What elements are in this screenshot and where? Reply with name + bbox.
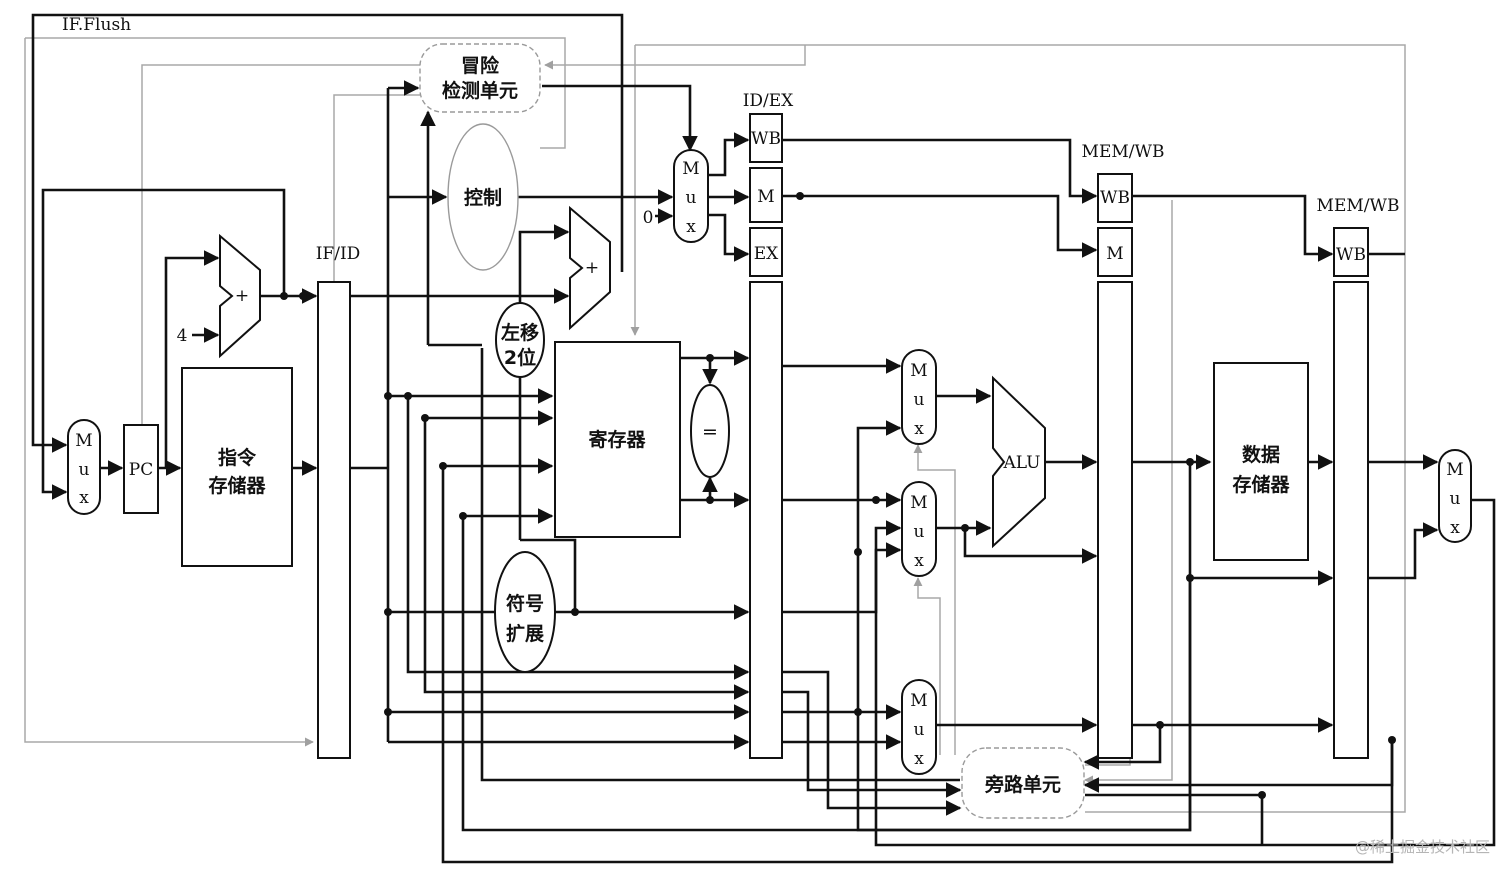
if-flush-label: IF.Flush [62, 15, 131, 35]
mux-letter: x [1450, 518, 1460, 538]
equal-label: = [702, 421, 718, 443]
control-label: 控制 [464, 186, 502, 209]
ex-mem-m [1097, 227, 1133, 277]
mux-letter: M [910, 691, 927, 711]
zero-label: 0 [643, 208, 654, 228]
pc-adder [219, 233, 261, 359]
mux-letter: M [1446, 460, 1463, 480]
mux-letter: M [910, 493, 927, 513]
ex-mem-label: MEM/WB [1082, 142, 1165, 162]
mux-letter: M [682, 159, 699, 179]
mux-letter: M [910, 361, 927, 381]
wb-label: WB [751, 129, 781, 149]
mux-letter: x [686, 217, 696, 237]
mem-wb-label: MEM/WB [1317, 196, 1400, 216]
data-memory [1213, 362, 1309, 561]
wb-label: WB [1100, 188, 1130, 208]
mux-letter: u [79, 460, 90, 480]
mem-wb-wb [1333, 227, 1369, 277]
mux-letter: M [75, 431, 92, 451]
instruction-memory [181, 367, 293, 567]
registers-label: 寄存器 [588, 428, 646, 451]
imem-label-line2: 存储器 [208, 474, 266, 497]
id-ex-label: ID/EX [743, 91, 794, 111]
ex-label: EX [754, 244, 779, 264]
alu-input-b-mux [901, 481, 937, 577]
forward-label: 旁路单元 [984, 773, 1061, 796]
mux-letter: u [1450, 489, 1461, 509]
shift-label-line1: 左移 [501, 321, 539, 344]
alu-input-a-mux [901, 349, 937, 445]
forwarding-unit [961, 747, 1085, 819]
watermark: @稀土掘金技术社区 [1355, 838, 1490, 856]
id-ex-wb [749, 113, 783, 163]
pc-mux [67, 419, 101, 515]
wb-mux [1438, 449, 1472, 543]
adder-plus: + [585, 258, 599, 278]
alu [992, 375, 1046, 549]
id-ex-m [749, 167, 783, 223]
mux-letter: u [914, 390, 925, 410]
hazard-detection-unit [419, 43, 541, 113]
pc-register [123, 424, 159, 514]
sign-extend [494, 551, 556, 673]
mux-letter: x [79, 488, 89, 508]
data-wires [31, 13, 1496, 864]
hazard-label-line1: 冒险 [461, 54, 500, 77]
m-label: M [1106, 244, 1123, 264]
wb-label: WB [1336, 245, 1366, 265]
ex-mem-wb [1097, 173, 1133, 223]
shift-left-2 [495, 302, 545, 378]
sign-label-line2: 扩展 [506, 623, 544, 645]
id-ex-ex [749, 227, 783, 277]
reg-dst-mux [901, 679, 937, 775]
mux-letter: u [914, 522, 925, 542]
ex-mem-register [1097, 281, 1133, 759]
dmem-label-line2: 存储器 [1232, 473, 1290, 496]
alu-label: ALU [1003, 453, 1041, 473]
mux-letter: u [686, 188, 697, 208]
if-id-label: IF/ID [316, 244, 361, 264]
gray-control-lines [24, 37, 1406, 813]
register-file [554, 341, 681, 538]
four-label: 4 [177, 326, 188, 346]
id-ex-register [749, 281, 783, 759]
shift-label-line2: 2位 [504, 346, 536, 369]
mux-letter: u [914, 720, 925, 740]
if-id-register [317, 281, 351, 759]
dmem-label-line1: 数据 [1242, 443, 1280, 466]
hazard-label-line2: 检测单元 [442, 79, 518, 102]
sign-label-line1: 符号 [506, 592, 544, 615]
pc-label: PC [129, 460, 153, 480]
equal-comparator [690, 384, 730, 478]
control-unit [447, 123, 519, 271]
control-mux [673, 149, 709, 243]
m-label: M [757, 187, 774, 207]
mux-letter: x [914, 749, 924, 769]
mux-letter: x [914, 419, 924, 439]
imem-label-line1: 指令 [218, 446, 257, 469]
mem-wb-register [1333, 281, 1369, 759]
adder-plus: + [235, 286, 249, 306]
branch-adder [569, 205, 611, 331]
mux-letter: x [914, 551, 924, 571]
junction-dots [280, 192, 1396, 799]
